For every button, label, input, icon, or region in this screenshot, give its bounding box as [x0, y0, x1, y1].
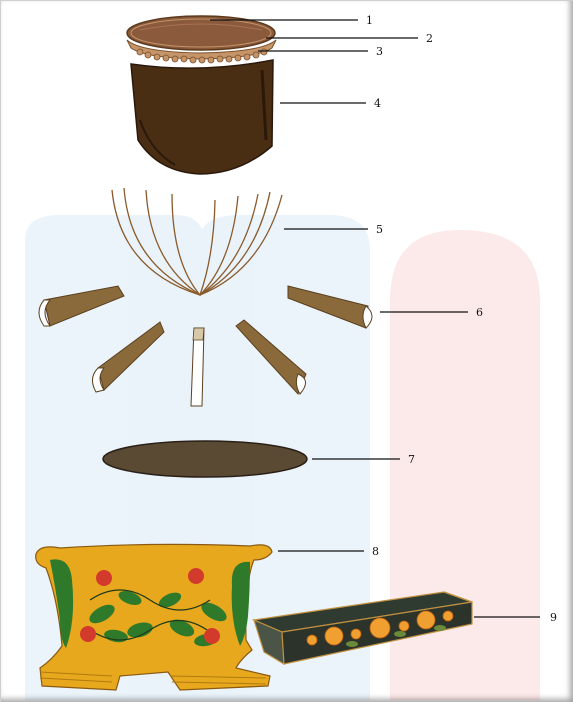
label-3: 3 [376, 45, 383, 58]
label-2: 2 [426, 32, 433, 45]
label-4: 4 [374, 97, 381, 110]
base-disc [103, 441, 307, 477]
label-7: 7 [408, 453, 415, 466]
label-5: 5 [376, 223, 383, 236]
label-1: 1 [366, 14, 373, 27]
label-6: 6 [476, 306, 483, 319]
lid [127, 16, 276, 63]
decorated-stand [36, 544, 272, 690]
drum-body [131, 60, 273, 174]
slat-center [191, 328, 204, 406]
label-9: 9 [550, 611, 557, 624]
label-8: 8 [372, 545, 379, 558]
